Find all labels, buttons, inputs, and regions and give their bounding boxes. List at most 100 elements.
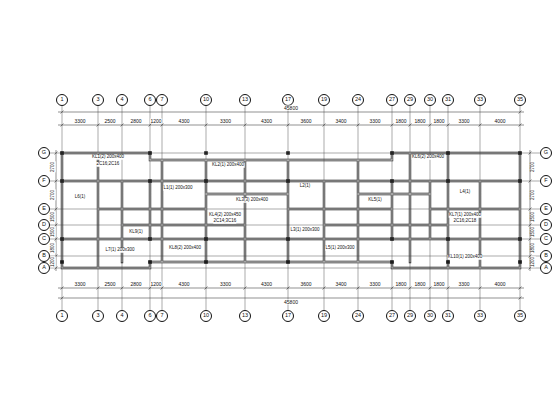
axis-label: A	[544, 265, 548, 271]
axis-label: 17	[285, 97, 291, 103]
axis-line	[206, 106, 207, 310]
beam-annotation: KL5(1)	[368, 198, 382, 203]
axis-line	[98, 106, 99, 310]
dimension-text: 3300	[369, 282, 381, 287]
dimension-text: 3300	[220, 119, 232, 124]
wall-outer	[62, 153, 520, 268]
axis-label: 13	[242, 97, 248, 103]
axis-bubble: 6	[144, 310, 156, 322]
dimension-text: 3400	[335, 119, 347, 124]
axis-bubble: 17	[282, 94, 294, 106]
beam-annotation: KL4(2) 200x450	[209, 213, 242, 218]
axis-label: 1	[60, 313, 63, 319]
dimension-text: 2800	[130, 282, 142, 287]
axis-label: 24	[355, 97, 361, 103]
dimension-text: 4300	[261, 119, 273, 124]
axis-bubble: 1	[56, 310, 68, 322]
dimension-text: 3300	[220, 282, 232, 287]
axis-bubble: 10	[200, 310, 212, 322]
dimension-text: 1200	[150, 119, 162, 124]
axis-label: F	[42, 178, 45, 184]
axis-label: 35	[517, 313, 523, 319]
axis-line	[50, 181, 540, 182]
axis-line	[50, 268, 540, 269]
axis-bubble: 1	[56, 94, 68, 106]
axis-line	[480, 106, 481, 310]
axis-bubble: D	[38, 219, 50, 231]
axis-line	[122, 106, 123, 310]
axis-bubble: 3	[92, 310, 104, 322]
axis-bubble: 27	[386, 94, 398, 106]
axis-label: 31	[445, 313, 451, 319]
beam-annotation: 2C16;2C18	[453, 219, 476, 224]
axis-line	[50, 153, 540, 154]
axis-bubble: C	[540, 233, 552, 245]
axis-bubble: 6	[144, 94, 156, 106]
axis-bubble: A	[540, 262, 552, 274]
axis-line	[410, 106, 411, 310]
axis-bubble: 24	[352, 310, 364, 322]
dimension-text: 2700	[531, 190, 536, 201]
dimension-text: 2700	[531, 162, 536, 173]
axis-bubble: E	[38, 203, 50, 215]
dimension-text: 1800	[414, 119, 426, 124]
dimension-text: 1800	[414, 282, 426, 287]
axis-bubble: 31	[442, 310, 454, 322]
axis-label: 10	[203, 313, 209, 319]
axis-label: 29	[407, 97, 413, 103]
beam-annotation: 2C14;3C16	[213, 219, 236, 224]
dimension-text: 1200	[531, 257, 536, 268]
axis-label: 30	[427, 97, 433, 103]
axis-bubble: D	[540, 219, 552, 231]
axis-bubble: 35	[514, 310, 526, 322]
axis-label: E	[42, 206, 46, 212]
axis-line	[392, 106, 393, 310]
dimension-text: 1500	[51, 227, 56, 238]
axis-bubble: 30	[424, 94, 436, 106]
dimension-line	[55, 111, 532, 300]
dimension-text: 3600	[300, 119, 312, 124]
axis-line	[150, 106, 151, 310]
beam-annotation: L6(1)	[74, 195, 85, 200]
axis-bubble: 19	[318, 94, 330, 106]
dimension-text: 3400	[335, 282, 347, 287]
beam-annotation: KL10(1) 200x400	[447, 255, 482, 260]
dimension-total: 45800	[284, 106, 299, 111]
axis-bubble: 17	[282, 310, 294, 322]
axis-bubble: 13	[239, 94, 251, 106]
dimension-text: 4000	[494, 282, 506, 287]
axis-label: 6	[148, 97, 151, 103]
axis-bubble: 10	[200, 94, 212, 106]
beam-annotation: KL6(2) 200x400	[412, 155, 445, 160]
axis-bubble: 13	[239, 310, 251, 322]
dimension-text: 2700	[51, 190, 56, 201]
dimension-text: 1800	[433, 282, 445, 287]
axis-bubble: C	[38, 233, 50, 245]
beam-annotation: L1(1) 200x300	[163, 186, 193, 191]
dimension-text: 4300	[261, 282, 273, 287]
axis-line	[50, 225, 540, 226]
dimension-text: 1800	[433, 119, 445, 124]
axis-line	[448, 106, 449, 310]
beam-annotation: KL3(3) 200x400	[236, 198, 269, 203]
axis-bubble: B	[540, 250, 552, 262]
axis-label: 6	[148, 313, 151, 319]
axis-bubble: B	[38, 250, 50, 262]
dimension-text: 1200	[51, 257, 56, 268]
axis-line	[324, 106, 325, 310]
axis-bubble: 35	[514, 94, 526, 106]
axis-bubble: 33	[474, 94, 486, 106]
axis-bubble: 3	[92, 94, 104, 106]
beam-annotation: L4(1)	[459, 190, 470, 195]
axis-label: B	[42, 253, 46, 259]
axis-bubble: 29	[404, 94, 416, 106]
axis-bubble: F	[540, 175, 552, 187]
beam-annotation: KL9(1)	[129, 230, 143, 235]
axis-line	[162, 106, 163, 310]
axis-label: 35	[517, 97, 523, 103]
axis-label: 19	[321, 97, 327, 103]
dimension-text: 2700	[51, 162, 56, 173]
axis-line	[50, 239, 540, 240]
